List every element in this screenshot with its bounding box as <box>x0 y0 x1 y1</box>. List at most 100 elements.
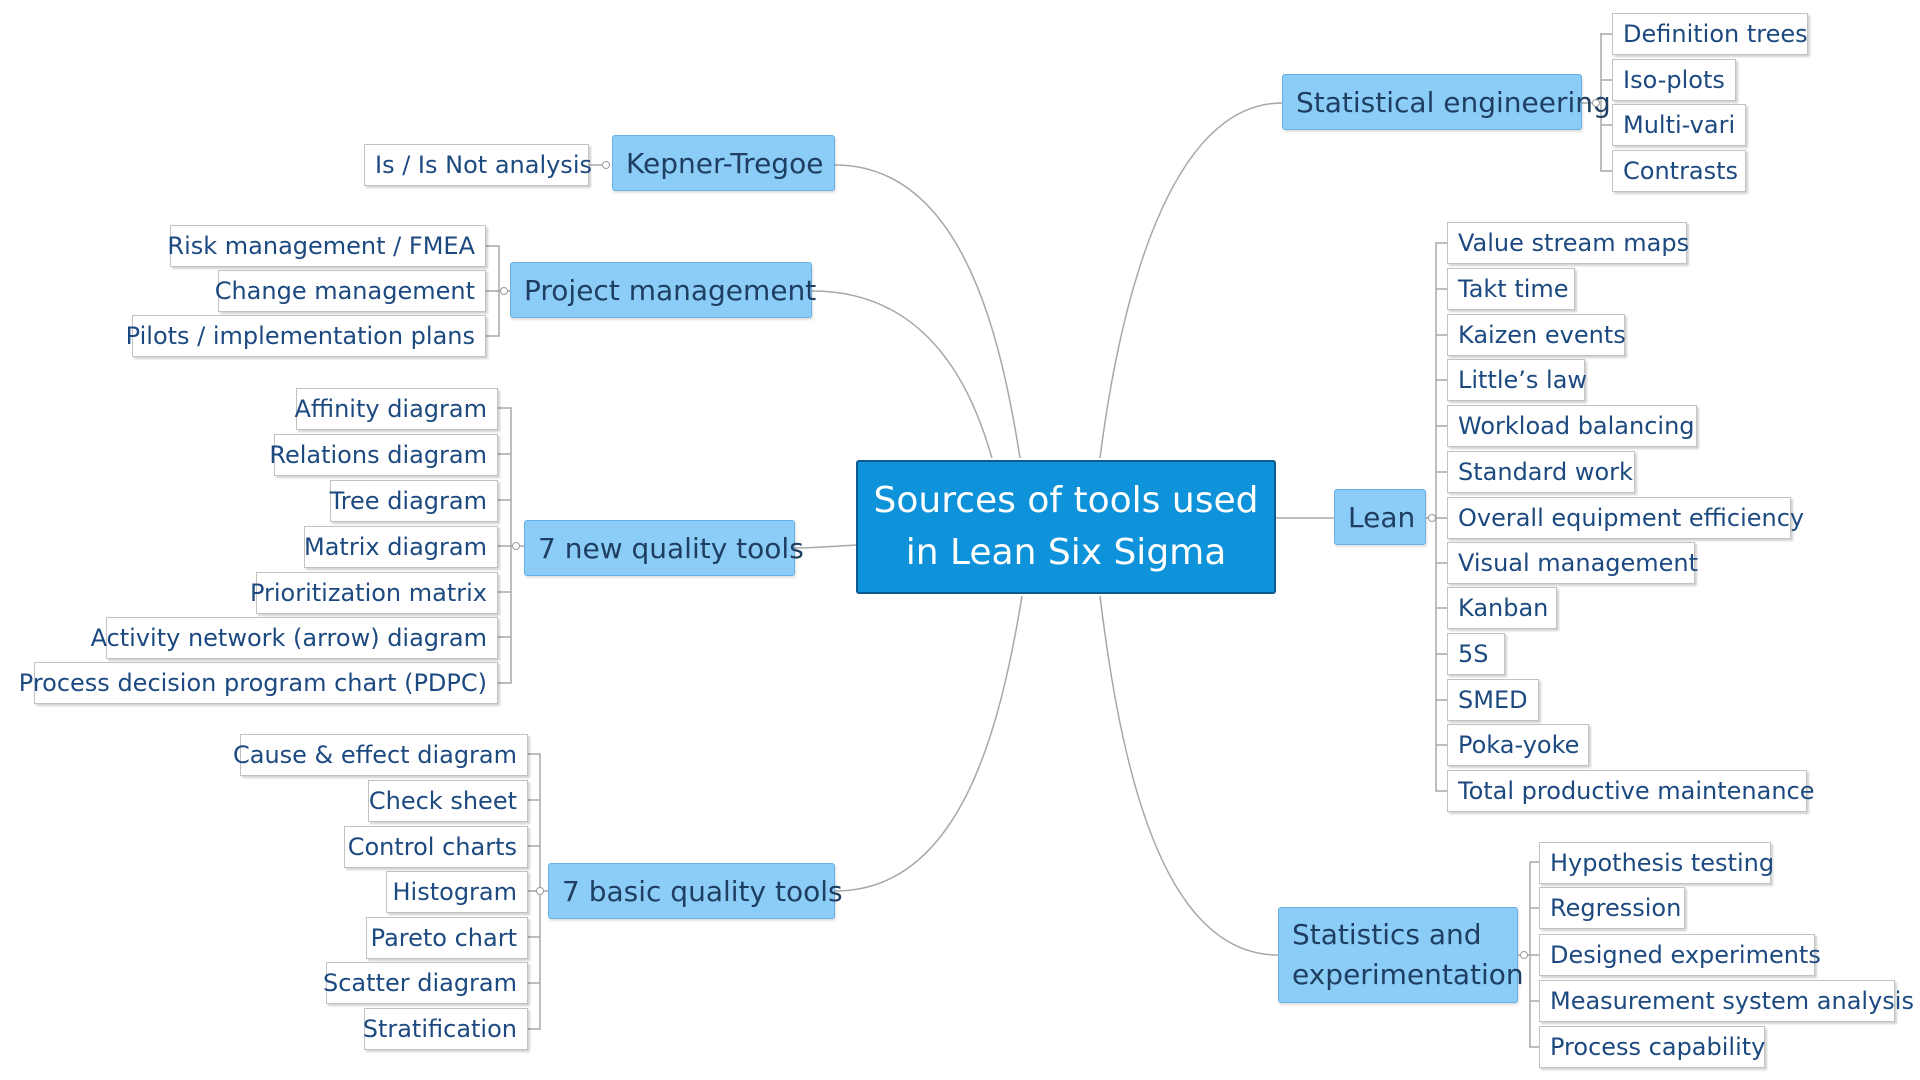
leaf-label: Process decision program chart (PDPC) <box>18 669 487 697</box>
leaf-kanban[interactable]: Kanban <box>1447 587 1557 629</box>
central-topic[interactable]: Sources of tools used in Lean Six Sigma <box>856 460 1276 594</box>
leaf-contrasts[interactable]: Contrasts <box>1612 150 1746 192</box>
leaf-label: Little’s law <box>1458 366 1588 394</box>
leaf-regression[interactable]: Regression <box>1539 887 1685 929</box>
leaf-change-management[interactable]: Change management <box>215 270 486 312</box>
leaf-activity-network-diagram[interactable]: Activity network (arrow) diagram <box>91 617 498 659</box>
leaf-label: Value stream maps <box>1458 229 1690 257</box>
leaf-definition-trees[interactable]: Definition trees <box>1612 13 1808 55</box>
leaf-workload-balancing[interactable]: Workload balancing <box>1447 405 1697 447</box>
collapse-toggle-7-basic-quality-tools[interactable] <box>536 887 544 895</box>
leaf-label: Cause & effect diagram <box>232 741 517 769</box>
leaf-standard-work[interactable]: Standard work <box>1447 451 1635 493</box>
leaf-label: Standard work <box>1458 458 1633 486</box>
branch-7-basic-quality-tools-label: 7 basic quality tools <box>562 874 843 908</box>
leaf-label: Activity network (arrow) diagram <box>90 624 487 652</box>
collapse-toggle-statistics-and-experimentation[interactable] <box>1520 951 1528 959</box>
leaf-label: Visual management <box>1458 549 1699 577</box>
link-statistics-experimentation <box>1099 595 1279 956</box>
leaf-pdpc[interactable]: Process decision program chart (PDPC) <box>19 662 498 704</box>
leaf-histogram[interactable]: Histogram <box>386 871 528 913</box>
leaf-label: Prioritization matrix <box>249 579 487 607</box>
leaf-process-capability[interactable]: Process capability <box>1539 1026 1765 1068</box>
leaf-label: Check sheet <box>368 787 517 815</box>
leaf-measurement-system-analysis[interactable]: Measurement system analysis <box>1539 980 1914 1022</box>
branch-7-new-quality-tools[interactable]: 7 new quality tools <box>524 520 804 576</box>
leaf-label: Multi-vari <box>1623 111 1736 139</box>
leaf-label: Kanban <box>1458 594 1549 622</box>
leaf-5s[interactable]: 5S <box>1447 633 1505 675</box>
leaf-label: Pareto chart <box>370 924 517 952</box>
leaf-label: Risk management / FMEA <box>167 232 475 260</box>
collapse-toggle-kepner-tregoe[interactable] <box>602 161 610 169</box>
leaf-label: Contrasts <box>1623 157 1739 185</box>
leaf-poka-yoke[interactable]: Poka-yoke <box>1447 724 1589 766</box>
link-basic-quality-tools <box>834 595 1023 892</box>
leaf-affinity-diagram[interactable]: Affinity diagram <box>294 388 498 430</box>
branch-kepner-tregoe[interactable]: Kepner-Tregoe <box>612 135 835 191</box>
leaf-label: Poka-yoke <box>1458 731 1580 759</box>
leaf-label: Matrix diagram <box>304 533 487 561</box>
leaf-total-productive-maintenance[interactable]: Total productive maintenance <box>1447 770 1814 812</box>
leaf-pareto-chart[interactable]: Pareto chart <box>366 917 528 959</box>
leaf-matrix-diagram[interactable]: Matrix diagram <box>304 526 498 568</box>
leaf-kaizen-events[interactable]: Kaizen events <box>1447 314 1626 356</box>
leaf-risk-management-fmea[interactable]: Risk management / FMEA <box>167 225 486 267</box>
link-project-management <box>811 290 993 459</box>
leaf-stratification[interactable]: Stratification <box>362 1008 528 1050</box>
leaf-takt-time[interactable]: Takt time <box>1447 268 1575 310</box>
leaf-label: Takt time <box>1458 275 1569 303</box>
link-statistical-engineering <box>1099 102 1283 459</box>
leaf-cause-effect-diagram[interactable]: Cause & effect diagram <box>233 734 528 776</box>
branch-project-management-label: Project management <box>524 273 817 307</box>
leaf-label: Iso-plots <box>1623 66 1725 94</box>
leaf-label: Pilots / implementation plans <box>125 322 475 350</box>
leaf-label: Measurement system analysis <box>1550 987 1914 1015</box>
branch-project-management[interactable]: Project management <box>510 262 816 318</box>
branch-7-basic-quality-tools[interactable]: 7 basic quality tools <box>548 863 843 919</box>
leaf-label: Definition trees <box>1623 20 1808 48</box>
leaf-control-charts[interactable]: Control charts <box>344 826 528 868</box>
leaf-is-is-not-analysis[interactable]: Is / Is Not analysis <box>364 144 592 186</box>
leaf-label: Stratification <box>362 1015 517 1043</box>
branch-7-new-quality-tools-label: 7 new quality tools <box>538 531 804 565</box>
branch-lean[interactable]: Lean <box>1334 489 1426 545</box>
leaf-label: Histogram <box>392 878 518 906</box>
leaf-iso-plots[interactable]: Iso-plots <box>1612 59 1736 101</box>
collapse-toggle-lean[interactable] <box>1428 514 1436 522</box>
link-new-quality-tools <box>794 544 857 549</box>
leaf-multi-vari[interactable]: Multi-vari <box>1612 104 1746 146</box>
collapse-toggle-7-new-quality-tools[interactable] <box>512 542 520 550</box>
leaf-designed-experiments[interactable]: Designed experiments <box>1539 934 1821 976</box>
leaf-label: Total productive maintenance <box>1458 777 1815 805</box>
branch-statistics-and-experimentation-label: Statistics and experimentation <box>1292 918 1524 991</box>
collapse-toggle-statistical-engineering[interactable] <box>1592 99 1600 107</box>
leaf-label: Kaizen events <box>1458 321 1626 349</box>
leaf-label: Scatter diagram <box>322 969 517 997</box>
leaf-label: Hypothesis testing <box>1550 849 1775 877</box>
leaf-smed[interactable]: SMED <box>1447 679 1539 721</box>
collapse-toggle-project-management[interactable] <box>500 287 508 295</box>
leaf-overall-equipment-efficiency[interactable]: Overall equipment efficiency <box>1447 497 1804 539</box>
leaf-prioritization-matrix[interactable]: Prioritization matrix <box>250 572 498 614</box>
leaf-value-stream-maps[interactable]: Value stream maps <box>1447 222 1690 264</box>
leaf-label: Affinity diagram <box>294 395 487 423</box>
leaf-littles-law[interactable]: Little’s law <box>1447 359 1588 401</box>
leaf-label: Regression <box>1550 894 1682 922</box>
branch-statistical-engineering-label: Statistical engineering <box>1296 85 1611 119</box>
leaf-hypothesis-testing[interactable]: Hypothesis testing <box>1539 842 1775 884</box>
leaf-visual-management[interactable]: Visual management <box>1447 542 1699 584</box>
leaf-check-sheet[interactable]: Check sheet <box>368 780 528 822</box>
branch-statistics-and-experimentation[interactable]: Statistics and experimentation <box>1278 907 1524 1003</box>
leaf-label: SMED <box>1458 686 1528 714</box>
leaf-label: Control charts <box>347 833 517 861</box>
central-topic-label: Sources of tools used in Lean Six Sigma <box>873 480 1259 573</box>
leaf-scatter-diagram[interactable]: Scatter diagram <box>322 962 528 1004</box>
leaf-pilots-implementation-plans[interactable]: Pilots / implementation plans <box>126 315 486 357</box>
leaf-label: Overall equipment efficiency <box>1458 504 1805 532</box>
leaf-label: Process capability <box>1550 1033 1766 1061</box>
leaf-tree-diagram[interactable]: Tree diagram <box>330 480 498 522</box>
branch-lean-label: Lean <box>1348 500 1416 534</box>
branch-statistical-engineering[interactable]: Statistical engineering <box>1282 74 1611 130</box>
leaf-relations-diagram[interactable]: Relations diagram <box>269 434 498 476</box>
